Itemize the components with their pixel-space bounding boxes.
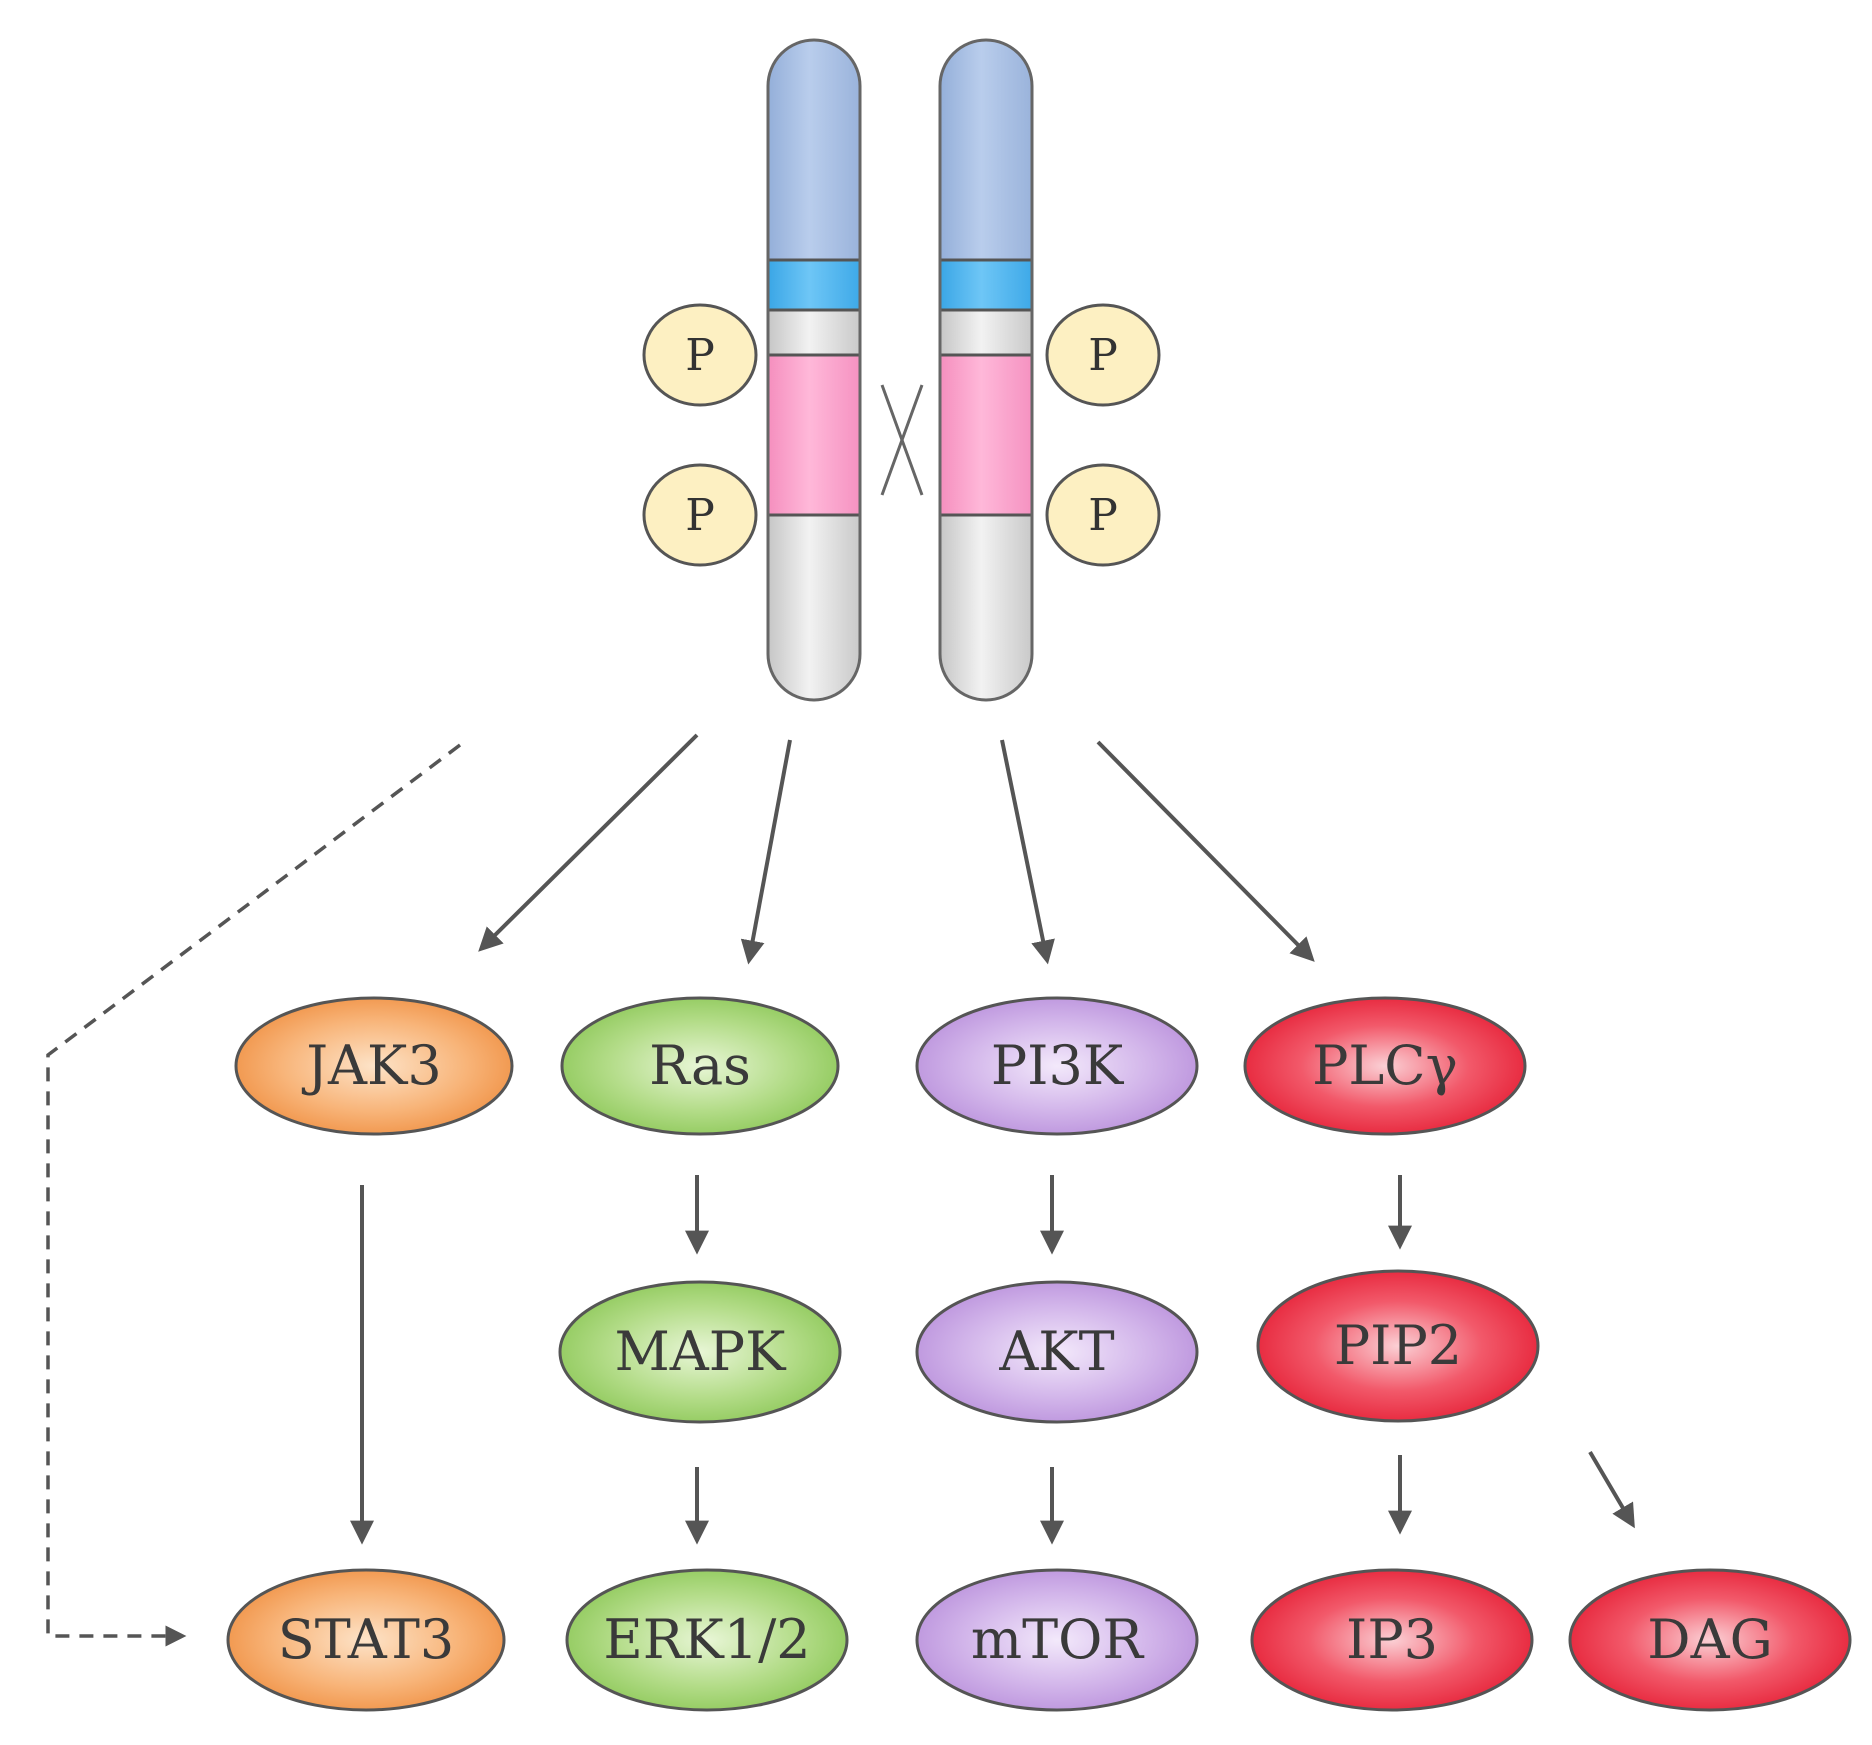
node-mapk: MAPK xyxy=(558,1280,842,1424)
phosphate-label: P xyxy=(685,330,715,381)
node-label: PI3K xyxy=(991,1034,1125,1097)
dashed-arrow-receptor-to-stat3 xyxy=(46,743,462,1647)
node-label: ERK1/2 xyxy=(603,1608,810,1671)
node-pip2: PIP2 xyxy=(1256,1269,1540,1423)
node-label: mTOR xyxy=(971,1608,1144,1671)
dimerization-cross-icon xyxy=(880,384,924,496)
node-label: IP3 xyxy=(1346,1608,1438,1671)
node-label: JAK3 xyxy=(301,1034,441,1097)
node-label: Ras xyxy=(649,1034,751,1097)
node-ras: Ras xyxy=(560,996,840,1136)
phosphate-right-upper: P xyxy=(1045,303,1161,407)
phosphate-label: P xyxy=(1088,330,1118,381)
receptor-left-chain xyxy=(766,38,862,702)
arrow-receptor-to-ras xyxy=(740,739,792,965)
node-pi3k: PI3K xyxy=(915,996,1199,1136)
node-akt: AKT xyxy=(915,1280,1199,1424)
node-label: STAT3 xyxy=(278,1608,454,1671)
node-stat3: STAT3 xyxy=(226,1568,506,1712)
arrow-receptor-to-pi3k xyxy=(1000,739,1055,965)
arrow-pip2-to-dag xyxy=(1588,1450,1635,1529)
node-plcg: PLCγ xyxy=(1243,996,1527,1136)
node-ip3: IP3 xyxy=(1250,1568,1534,1712)
node-mtor: mTOR xyxy=(915,1568,1199,1712)
node-label: DAG xyxy=(1647,1608,1772,1671)
node-label: MAPK xyxy=(615,1320,788,1383)
arrow-receptor-to-jak3 xyxy=(478,733,699,952)
phosphate-label: P xyxy=(685,490,715,541)
node-erk: ERK1/2 xyxy=(565,1568,849,1712)
node-jak3: JAK3 xyxy=(234,996,514,1136)
phosphate-left-lower: P xyxy=(642,463,758,567)
phosphate-label: P xyxy=(1088,490,1118,541)
phosphate-right-lower: P xyxy=(1045,463,1161,567)
receptor-right-chain xyxy=(938,38,1034,702)
node-label: PIP2 xyxy=(1334,1314,1462,1377)
node-dag: DAG xyxy=(1568,1568,1852,1712)
arrow-receptor-to-plcg xyxy=(1096,740,1315,962)
phosphate-left-upper: P xyxy=(642,303,758,407)
node-label: AKT xyxy=(998,1320,1114,1383)
node-label: PLCγ xyxy=(1312,1034,1458,1097)
